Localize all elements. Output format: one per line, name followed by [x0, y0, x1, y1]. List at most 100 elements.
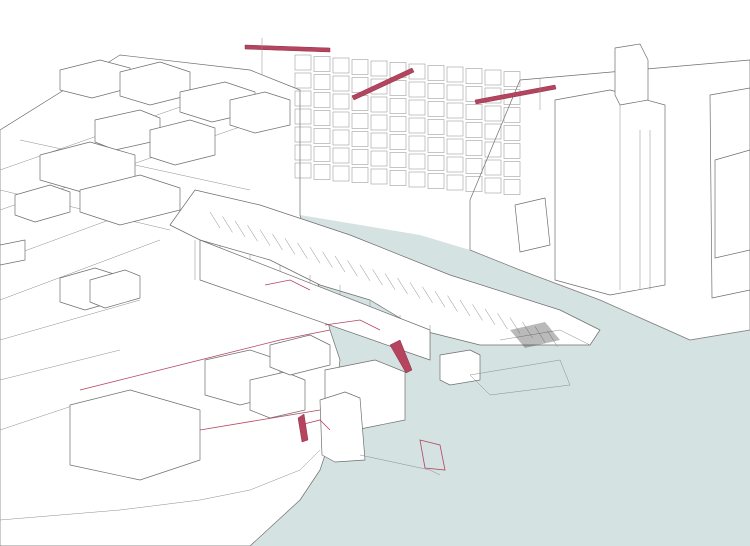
crane-boom-top-left — [244, 44, 331, 53]
scaffold-cell — [313, 74, 331, 90]
scaffold-cell — [503, 125, 521, 141]
scaffold-cell — [332, 93, 350, 110]
roof-slat — [284, 238, 296, 255]
roof-slat — [347, 260, 358, 277]
scaffold-cell — [313, 164, 331, 180]
roof-slat — [409, 282, 421, 299]
piers — [359, 322, 591, 476]
scaffold-cell — [294, 72, 312, 89]
scaffold-cell — [446, 174, 464, 191]
scaffold-cell — [370, 168, 388, 185]
scaffold-cell — [332, 75, 350, 92]
scaffold-cell — [389, 98, 407, 114]
roof-slat — [509, 317, 521, 334]
scaffold-cell — [446, 102, 464, 119]
scaffold-cell — [408, 171, 426, 188]
scaffold-cell — [332, 129, 350, 146]
scaffold-cell — [484, 177, 502, 194]
crane-boom-middle — [351, 67, 415, 101]
scaffold-cell — [408, 153, 426, 170]
scaffold-cell — [408, 99, 426, 116]
scaffold-cell — [446, 156, 464, 173]
right-quay-edge — [469, 249, 750, 341]
roof-slat — [472, 304, 483, 321]
scaffold-cell — [465, 176, 483, 192]
scaffold-cell — [503, 107, 521, 123]
roof-slat — [422, 286, 433, 303]
scaffold-cell — [427, 65, 445, 81]
roof-slat — [397, 277, 408, 295]
roof-slat — [322, 251, 333, 268]
scaffold-cell — [427, 173, 445, 189]
city-blocks — [0, 59, 291, 311]
scaffold-cell — [332, 165, 350, 182]
scaffold-cell — [484, 69, 502, 86]
scaffold-cell — [351, 167, 369, 183]
roof-slat — [222, 216, 233, 233]
scaffold-cell — [389, 80, 407, 96]
scaffold-cell — [351, 59, 369, 75]
scaffold-structure — [294, 54, 521, 195]
roof-slat — [309, 247, 321, 264]
scaffold-cell — [427, 119, 445, 135]
scaffold-cell — [427, 101, 445, 117]
scaffold-cell — [313, 92, 331, 108]
scaffold-cell — [313, 110, 331, 126]
roof-slat — [359, 264, 371, 281]
scaffold-cell — [294, 126, 312, 143]
roof-slat — [372, 269, 383, 286]
scaffold-cell — [332, 111, 350, 128]
scaffold-cell — [427, 83, 445, 99]
crane-boom-right — [474, 84, 557, 105]
scaffold-cell — [313, 128, 331, 144]
scaffold-cell — [294, 162, 312, 179]
scaffold-cell — [484, 123, 502, 140]
scaffold-cell — [484, 141, 502, 158]
scaffold-cell — [465, 68, 483, 84]
scaffold-cell — [484, 159, 502, 176]
crane-small-left — [297, 413, 309, 443]
scaffold-cell — [294, 54, 312, 71]
scaffold-cell — [503, 179, 521, 195]
scaffold-cell — [294, 108, 312, 125]
scaffold-cell — [446, 66, 464, 83]
roof-slat — [497, 313, 508, 330]
scaffold-cell — [351, 113, 369, 129]
scaffold-cell — [294, 90, 312, 107]
waterfront-blocks — [69, 334, 481, 481]
scaffold-cell — [370, 78, 388, 95]
scaffold-cell — [389, 134, 407, 150]
scaffold-cell — [370, 150, 388, 167]
scaffold-cell — [408, 117, 426, 134]
roof-slat — [297, 242, 308, 259]
scaffold-cell — [503, 71, 521, 87]
roof-slat — [547, 330, 558, 347]
scaffold-cell — [332, 57, 350, 74]
scaffold-cell — [351, 131, 369, 147]
roof-slat — [484, 308, 496, 325]
roof-slat — [534, 326, 546, 343]
scaffold-cell — [389, 152, 407, 168]
roof-slat — [434, 291, 446, 308]
scaffold-cell — [313, 146, 331, 162]
roof-slat — [522, 321, 533, 339]
roof-slat — [459, 299, 471, 317]
left-quay-edge — [0, 449, 321, 521]
scaffold-cell — [465, 104, 483, 120]
scaffold-cell — [408, 135, 426, 152]
scaffold-cell — [370, 96, 388, 113]
roof-slat — [234, 220, 246, 237]
roof-slat — [247, 225, 258, 242]
scaffold-cell — [446, 84, 464, 101]
right-towers — [514, 43, 750, 299]
scaffold-cell — [503, 143, 521, 159]
scaffold-cell — [446, 120, 464, 137]
scaffold-cell — [427, 137, 445, 153]
scaffold-cell — [465, 158, 483, 174]
walkways — [79, 279, 446, 471]
roof-slat — [447, 295, 458, 312]
scaffold-cell — [465, 122, 483, 138]
roof-slat — [272, 233, 283, 251]
